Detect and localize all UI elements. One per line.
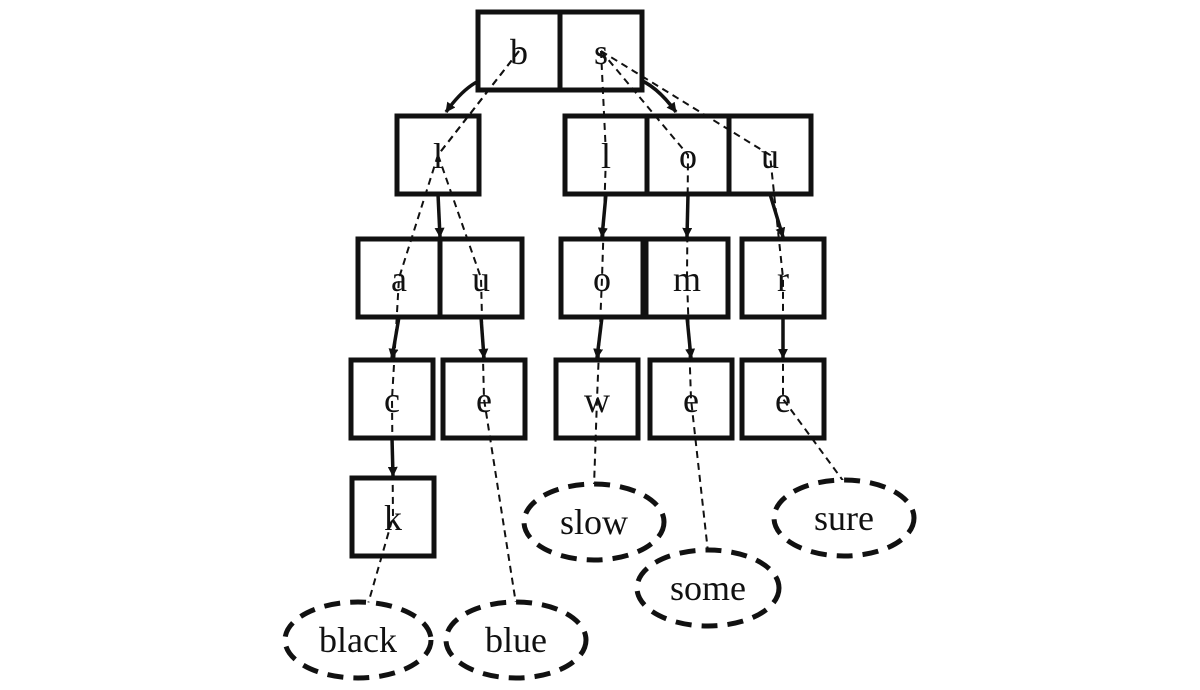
- word-label: some: [670, 568, 746, 608]
- word-label: black: [319, 620, 397, 660]
- word-node: some: [634, 547, 782, 629]
- cell-letter: a: [391, 259, 407, 299]
- trie-edge: [387, 437, 398, 477]
- edge-arrow: [387, 437, 398, 477]
- cell-letter: c: [384, 380, 400, 420]
- edge-arrow: [434, 193, 445, 238]
- trie-cell: [562, 113, 650, 197]
- cell-letter: r: [777, 259, 789, 299]
- trie-node-blu: e: [440, 357, 528, 441]
- word-node: black: [282, 599, 434, 681]
- word-ellipse: [521, 481, 667, 563]
- trie-cell: [739, 236, 827, 320]
- word-ellipse: [634, 547, 782, 629]
- trie-cell: [558, 236, 646, 320]
- word-ellipse: [771, 477, 917, 559]
- trie-node-sur: e: [739, 357, 827, 441]
- trie-edge: [768, 193, 786, 238]
- word-path-slow: [593, 50, 608, 487]
- word-ellipse: [443, 599, 589, 681]
- word-node: blue: [443, 599, 589, 681]
- cell-letter: u: [761, 136, 779, 176]
- word-node: slow: [521, 481, 667, 563]
- word-path-blue: [436, 50, 520, 605]
- edge-arrow: [478, 316, 489, 359]
- trie-cell: [739, 357, 827, 441]
- word-path-sure: [600, 50, 845, 483]
- word-node: sure: [771, 477, 917, 559]
- word-label: sure: [814, 498, 874, 538]
- edge-arrow: [388, 316, 401, 359]
- cell-letter: e: [775, 380, 791, 420]
- word-ellipse: [282, 599, 434, 681]
- word-paths-layer: [367, 50, 845, 605]
- words-layer: black blue slow some sure: [282, 477, 917, 681]
- trie-edge: [593, 316, 604, 359]
- trie-node-su: r: [739, 236, 827, 320]
- trie-edge: [478, 316, 489, 359]
- word-path-some: [600, 50, 709, 553]
- trie-node-b: l: [394, 113, 482, 197]
- edge-arrow: [768, 193, 786, 238]
- word-label: blue: [485, 620, 547, 660]
- edge-arrow: [593, 316, 604, 359]
- cell-letter: e: [683, 380, 699, 420]
- cell-letter: u: [472, 259, 490, 299]
- cell-letter: l: [601, 136, 611, 176]
- trie-cell: [394, 113, 482, 197]
- cell-letter: k: [384, 498, 402, 538]
- word-label: slow: [560, 502, 628, 542]
- trie-cell: [355, 236, 443, 320]
- trie-edge: [388, 316, 401, 359]
- trie-cell: [440, 357, 528, 441]
- trie-edge: [434, 193, 445, 238]
- trie-node-sl: o: [558, 236, 646, 320]
